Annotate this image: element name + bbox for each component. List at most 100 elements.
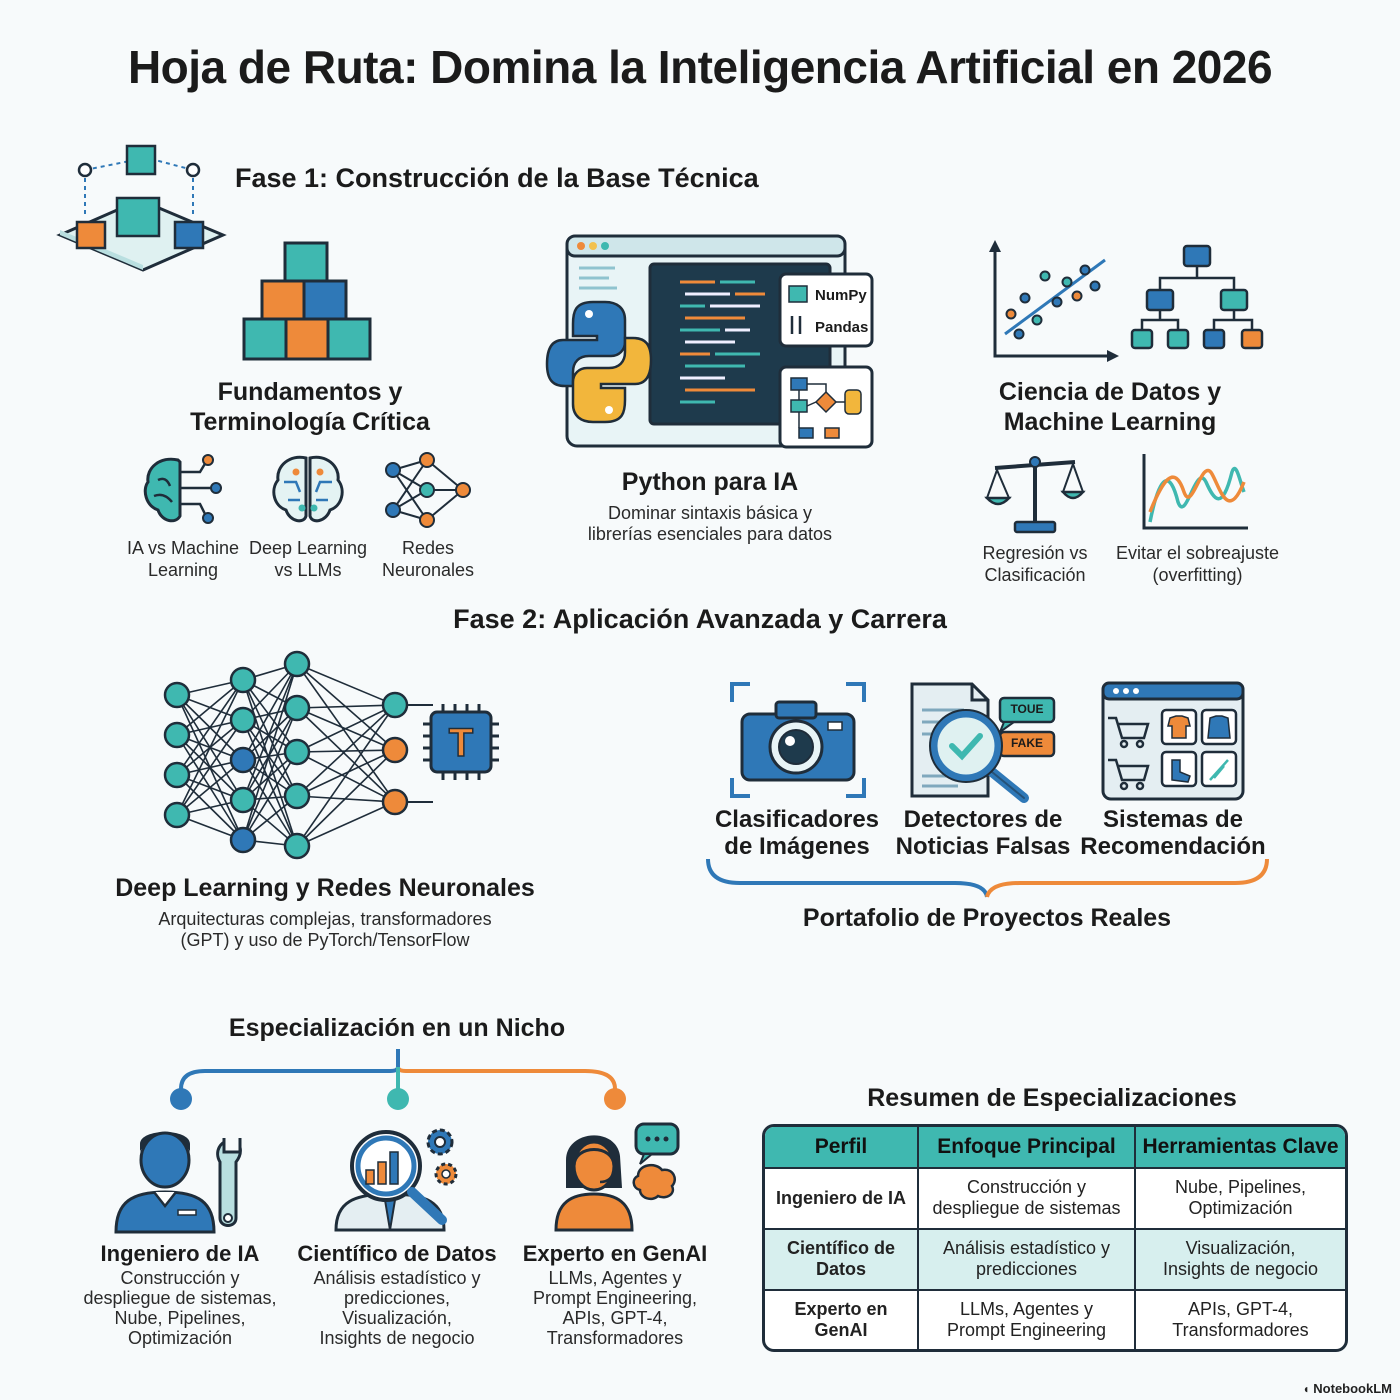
network-edge xyxy=(296,704,396,753)
scatter-plot-icon xyxy=(989,240,1119,362)
network-node xyxy=(283,650,311,678)
network-node xyxy=(381,788,409,816)
table-header: Enfoque Principal xyxy=(917,1127,1136,1169)
network-edge xyxy=(176,759,244,816)
fundamentos-item-2: Deep Learning vs LLMs xyxy=(248,538,368,580)
stacked-cubes-icon xyxy=(242,241,372,361)
recommendation-system-icon xyxy=(1101,681,1245,801)
network-edge xyxy=(296,704,396,847)
fake-news-detector-icon xyxy=(910,682,1056,803)
python-code-window-icon xyxy=(545,234,874,449)
balance-scale-icon xyxy=(984,456,1086,534)
network-edge xyxy=(176,679,244,736)
numpy-label: NumPy xyxy=(815,287,867,304)
network-edge xyxy=(242,719,298,797)
summary-table: Perfil Enfoque Principal Herramientas Cl… xyxy=(762,1124,1348,1352)
network-edge xyxy=(242,679,298,847)
fake-tag: FAKE xyxy=(1010,736,1043,750)
network-node xyxy=(163,761,191,789)
table-header-row: Perfil Enfoque Principal Herramientas Cl… xyxy=(765,1127,1345,1169)
camera-icon xyxy=(730,682,866,798)
network-edge xyxy=(242,759,298,847)
network-edge xyxy=(242,663,298,801)
network-node xyxy=(283,694,311,722)
table-cell-tools: Visualización,Insights de negocio xyxy=(1134,1227,1345,1291)
isometric-cubes-icon xyxy=(56,144,227,272)
deep-learning-title: Deep Learning y Redes Neuronales xyxy=(115,874,535,902)
neural-network-icon xyxy=(385,452,471,528)
niche-branch-lines xyxy=(170,1049,626,1110)
fundamentos-item-3: Redes Neuronales xyxy=(381,538,475,580)
data-scientist-avatar-icon xyxy=(334,1128,458,1232)
ciencia-item-1: Regresión vs Clasificación xyxy=(982,543,1088,585)
network-node xyxy=(381,691,409,719)
network-edge xyxy=(296,663,396,803)
chip-letter: T xyxy=(448,720,474,766)
network-node xyxy=(163,681,191,709)
page-title: Hoja de Ruta: Domina la Inteligencia Art… xyxy=(127,41,1273,93)
fundamentos-title: Fundamentos y Terminología Crítica xyxy=(190,378,430,436)
network-edge xyxy=(296,704,396,709)
decision-tree-icon xyxy=(1130,244,1264,350)
network-edge xyxy=(242,719,298,847)
role-genai-expert: Experto en GenAI LLMs, Agentes y Prompt … xyxy=(522,1241,708,1348)
network-node xyxy=(283,738,311,766)
network-node xyxy=(229,786,257,814)
network-node xyxy=(229,826,257,854)
overfitting-curve-icon xyxy=(1142,454,1248,530)
network-edge xyxy=(242,707,298,841)
deep-neural-network-icon xyxy=(163,650,499,860)
table-cell-tools: Nube, Pipelines,Optimización xyxy=(1134,1167,1345,1230)
ciencia-title: Ciencia de Datos y Machine Learning xyxy=(998,378,1222,436)
network-node xyxy=(229,666,257,694)
table-header: Perfil xyxy=(765,1127,919,1169)
network-edge xyxy=(296,751,396,803)
summary-title: Resumen de Especializaciones xyxy=(867,1084,1237,1112)
table-cell-profile: Ingeniero de IA xyxy=(765,1167,919,1230)
ciencia-item-2: Evitar el sobreajuste (overfitting) xyxy=(1115,543,1280,585)
phase1-title: Fase 1: Construcción de la Base Técnica xyxy=(235,163,759,193)
network-node xyxy=(283,782,311,810)
network-edge xyxy=(296,663,396,706)
brain-icon xyxy=(272,455,344,523)
brand-label: ◖ NotebookLM xyxy=(1302,1381,1392,1396)
network-edge xyxy=(296,707,396,803)
notebooklm-logo-icon: ◖ xyxy=(1302,1382,1310,1396)
network-edge xyxy=(242,751,298,841)
network-node xyxy=(283,832,311,860)
network-edge xyxy=(242,663,298,841)
genai-expert-avatar-icon xyxy=(554,1122,680,1232)
engineer-avatar-icon xyxy=(114,1131,242,1234)
network-edge xyxy=(242,679,298,797)
python-title: Python para IA xyxy=(621,468,799,496)
network-node xyxy=(163,721,191,749)
role-data-scientist: Científico de Datos Análisis estadístico… xyxy=(297,1241,497,1348)
network-node xyxy=(381,736,409,764)
table-cell-tools: APIs, GPT-4,Transformadores xyxy=(1134,1288,1345,1349)
portfolio-item-2: Detectores de Noticias Falsas xyxy=(895,806,1071,860)
portfolio-title: Portafolio de Proyectos Reales xyxy=(802,904,1172,932)
network-edge xyxy=(176,719,244,816)
network-edge xyxy=(296,801,396,847)
role-engineer: Ingeniero de IA Construcción y despliegu… xyxy=(83,1241,277,1348)
network-edge xyxy=(176,679,244,816)
deep-learning-description: Arquitecturas complejas, transformadores… xyxy=(158,909,492,950)
python-description: Dominar sintaxis básica y librerías esen… xyxy=(587,503,833,544)
brain-circuit-icon xyxy=(143,454,222,524)
portfolio-item-1: Clasificadores de Imágenes xyxy=(714,806,880,860)
network-node xyxy=(163,801,191,829)
pandas-label: Pandas xyxy=(815,319,869,336)
fundamentos-item-1: IA vs Machine Learning xyxy=(126,538,240,580)
network-edge xyxy=(296,749,396,847)
niche-title: Especialización en un Nicho xyxy=(228,1014,566,1042)
portfolio-item-3: Sistemas de Recomendación xyxy=(1080,806,1266,860)
network-edge xyxy=(296,749,396,797)
